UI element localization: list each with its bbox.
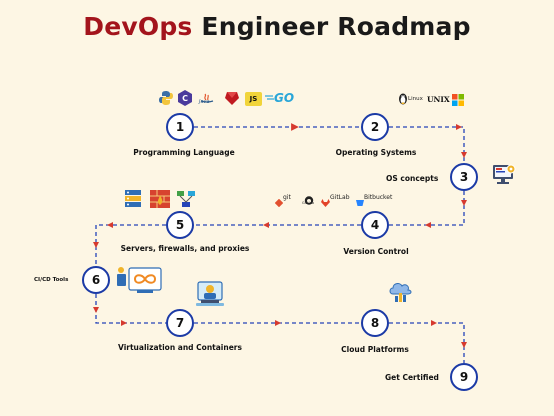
step-label-8: Cloud Platforms	[341, 345, 409, 354]
connector-3-4	[389, 191, 465, 226]
arrow-head	[456, 124, 462, 130]
arrow-head	[461, 200, 467, 206]
connector-5-6	[95, 224, 166, 266]
linux-tux-icon: Linux	[398, 92, 428, 106]
arrow-head	[121, 320, 127, 326]
connector-8-9	[389, 322, 465, 363]
step-label-6: CI/CD Tools	[34, 277, 69, 283]
step-label-9: Get Certified	[385, 373, 439, 382]
gitlab-text: GitLab	[330, 194, 350, 201]
cicd-infinity-icon	[117, 267, 162, 293]
title-rest: Engineer Roadmap	[192, 12, 471, 41]
proxy-icon	[177, 191, 195, 207]
ruby-icon	[225, 92, 239, 105]
github-icon: GitHub	[301, 192, 317, 208]
step-node-1: 1	[166, 113, 194, 141]
step-node-4: 4	[361, 211, 389, 239]
windows-icon	[452, 94, 464, 106]
page-title: DevOps Engineer Roadmap	[0, 12, 554, 41]
step-label-1: Programming Language	[133, 148, 235, 157]
connector-6-7	[95, 294, 166, 324]
js-icon: JS	[245, 92, 262, 106]
arrow-head	[107, 222, 113, 228]
server-icon	[125, 190, 141, 207]
step-node-8: 8	[361, 309, 389, 337]
step-node-9: 9	[450, 363, 478, 391]
containers-icon	[196, 281, 224, 306]
arrow-head	[275, 320, 281, 326]
step-node-5: 5	[166, 211, 194, 239]
step-label-4: Version Control	[343, 247, 409, 256]
arrow-head	[93, 242, 99, 248]
arrow-head	[292, 124, 298, 130]
arrow-head	[425, 222, 431, 228]
go-icon: GO	[265, 90, 297, 106]
go-text: GO	[274, 91, 295, 105]
unix-icon: UNIX	[427, 95, 450, 104]
step-node-7: 7	[166, 309, 194, 337]
linux-text: Linux	[408, 96, 423, 102]
bitbucket-icon: Bitbucket	[356, 194, 404, 206]
connector-2-3	[389, 126, 465, 163]
step-label-7: Virtualization and Containers	[118, 343, 242, 352]
java-text: Java	[199, 99, 210, 105]
java-icon: Java	[197, 90, 217, 108]
firewall-icon	[150, 190, 170, 208]
step-node-2: 2	[361, 113, 389, 141]
step-label-2: Operating Systems	[335, 148, 417, 157]
step-node-6: 6	[82, 266, 110, 294]
bitbucket-text: Bitbucket	[364, 194, 393, 201]
github-text: GitHub	[302, 201, 315, 205]
git-text: git	[283, 194, 291, 201]
arrow-head	[461, 152, 467, 158]
arrow-head	[93, 307, 99, 313]
computer-settings-icon	[493, 164, 516, 184]
arrow-head	[461, 342, 467, 348]
step-label-3: OS concepts	[386, 174, 439, 183]
csharp-icon: C	[178, 90, 192, 106]
cloud-icon	[389, 283, 412, 302]
arrow-head	[431, 320, 437, 326]
python-icon	[159, 91, 173, 105]
git-icon: git	[274, 194, 297, 208]
title-accent: DevOps	[83, 12, 193, 41]
arrow-head	[263, 222, 269, 228]
step-node-3: 3	[450, 163, 478, 191]
gitlab-icon: GitLab	[321, 194, 355, 207]
svg-text:C: C	[182, 94, 188, 103]
step-label-5: Servers, firewalls, and proxies	[120, 244, 250, 253]
